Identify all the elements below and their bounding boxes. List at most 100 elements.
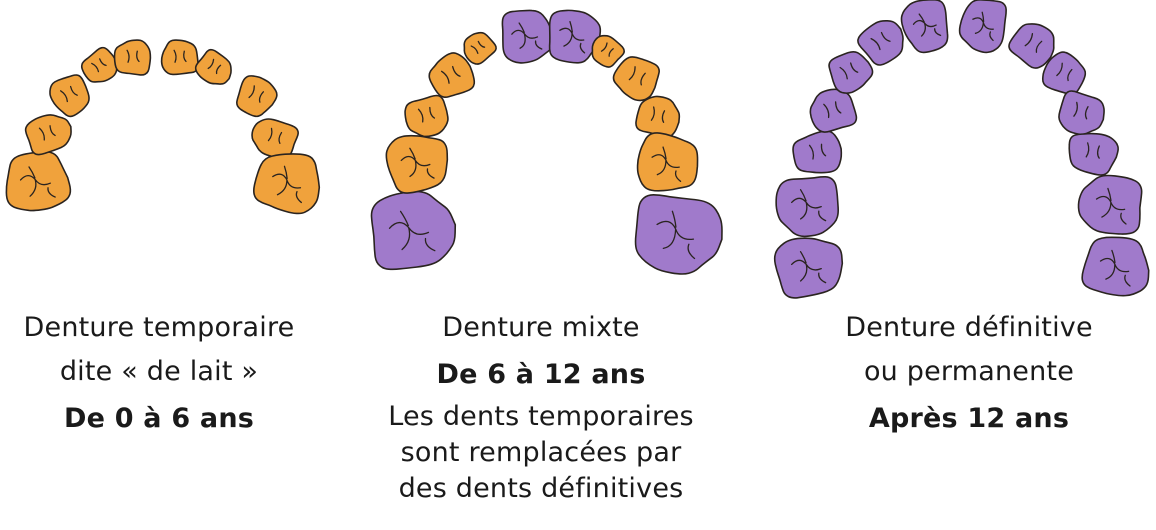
caption-note-line: des dents définitives	[398, 473, 684, 504]
tooth-groove	[1095, 187, 1127, 225]
permanent-tooth	[792, 130, 843, 174]
tooth-crown	[900, 0, 949, 54]
tooth-groove	[870, 31, 891, 51]
temporary-tooth	[80, 46, 118, 83]
temporary-tooth	[113, 39, 152, 76]
permanent-tooth	[501, 9, 555, 64]
permanent-tooth	[828, 50, 874, 94]
dental-arches-illustration	[5, 0, 1150, 299]
temporary-tooth	[428, 52, 476, 99]
caption-age-range: De 0 à 6 ans	[63, 403, 255, 434]
temporary-tooth	[252, 153, 321, 215]
tooth-groove	[790, 251, 827, 284]
tooth-groove	[19, 166, 56, 198]
tooth-crown	[828, 50, 874, 94]
tooth-groove	[1099, 249, 1131, 287]
permanent-tooth	[1008, 23, 1055, 69]
permanent-tooth	[775, 175, 839, 238]
tooth-groove	[972, 11, 994, 42]
permanent-tooth	[1081, 236, 1150, 297]
tooth-crown	[636, 132, 699, 192]
tooth-crown	[1008, 23, 1055, 69]
tooth-groove	[808, 143, 827, 160]
caption-title-line2: ou permanente	[863, 356, 1075, 387]
tooth-crown	[634, 194, 723, 275]
tooth-groove	[248, 85, 265, 103]
caption-title-line1: Denture temporaire	[23, 312, 295, 343]
tooth-groove	[388, 210, 436, 252]
tooth-crown	[1068, 132, 1119, 176]
tooth-groove	[1056, 62, 1073, 82]
tooth-groove	[417, 106, 436, 123]
tooth-crown	[1077, 174, 1143, 235]
arch-temporary-dentition	[5, 39, 321, 215]
tooth-groove	[656, 210, 696, 260]
tooth-crown	[548, 9, 602, 64]
tooth-crown	[113, 39, 152, 76]
tooth-groove	[470, 40, 486, 54]
tooth-groove	[59, 85, 78, 103]
tooth-crown	[591, 34, 625, 68]
tooth-crown	[463, 31, 497, 65]
temporary-tooth	[160, 39, 199, 76]
caption-note-line: Les dents temporaires	[388, 401, 694, 432]
caption-note-line: sont remplacées par	[400, 437, 682, 468]
permanent-tooth	[958, 0, 1007, 54]
tooth-groove	[207, 58, 222, 75]
tooth-crown	[1058, 90, 1105, 136]
permanent-tooth	[1068, 132, 1119, 176]
tooth-crown	[792, 130, 843, 174]
tooth-groove	[272, 165, 302, 204]
tooth-groove	[650, 106, 666, 123]
tooth-crown	[160, 39, 199, 76]
temporary-tooth	[385, 134, 449, 194]
tooth-groove	[790, 189, 827, 222]
caption-note: Les dents temporaires sont remplacées pa…	[350, 399, 732, 507]
permanent-tooth	[548, 9, 602, 64]
caption-permanent-dentition: Denture définitive ou permanente Après 1…	[782, 306, 1156, 441]
tooth-crown	[857, 20, 904, 66]
tooth-crown	[194, 48, 232, 85]
arch-permanent-dentition	[773, 0, 1150, 299]
tooth-crown	[404, 94, 449, 138]
tooth-crown	[370, 190, 457, 271]
temporary-tooth	[251, 118, 299, 159]
temporary-tooth	[463, 31, 497, 65]
caption-title-line1: Denture mixte	[442, 312, 640, 343]
caption-mixed-dentition: Denture mixte De 6 à 12 ans Les dents te…	[350, 306, 732, 507]
caption-age-range: De 6 à 12 ans	[436, 359, 646, 390]
tooth-groove	[1085, 142, 1100, 159]
temporary-tooth	[591, 34, 625, 68]
temporary-tooth	[635, 95, 681, 138]
tooth-groove	[823, 101, 842, 119]
caption-title-line1: Denture définitive	[845, 312, 1093, 343]
permanent-tooth	[370, 190, 457, 271]
temporary-tooth	[404, 94, 449, 138]
tooth-crown	[612, 56, 660, 102]
temporary-tooth	[24, 114, 72, 156]
tooth-groove	[651, 146, 682, 182]
permanent-tooth	[1058, 90, 1105, 136]
tooth-crown	[236, 75, 278, 118]
tooth-groove	[839, 62, 859, 80]
tooth-groove	[126, 49, 140, 63]
temporary-tooth	[612, 56, 660, 102]
tooth-groove	[912, 13, 942, 37]
tooth-groove	[38, 125, 56, 141]
tooth-crown	[49, 74, 90, 118]
tooth-groove	[1073, 101, 1089, 120]
tooth-groove	[440, 65, 461, 84]
temporary-tooth	[236, 75, 278, 118]
temporary-tooth	[5, 150, 72, 212]
tooth-groove	[511, 22, 543, 50]
tooth-groove	[1024, 32, 1043, 53]
permanent-tooth	[857, 20, 904, 66]
tooth-groove	[628, 66, 646, 86]
tooth-groove	[91, 58, 107, 73]
arch-mixed-dentition	[370, 9, 723, 275]
tooth-groove	[173, 49, 187, 63]
temporary-tooth	[49, 74, 90, 118]
permanent-tooth	[1077, 174, 1143, 235]
temporary-tooth	[636, 132, 699, 192]
